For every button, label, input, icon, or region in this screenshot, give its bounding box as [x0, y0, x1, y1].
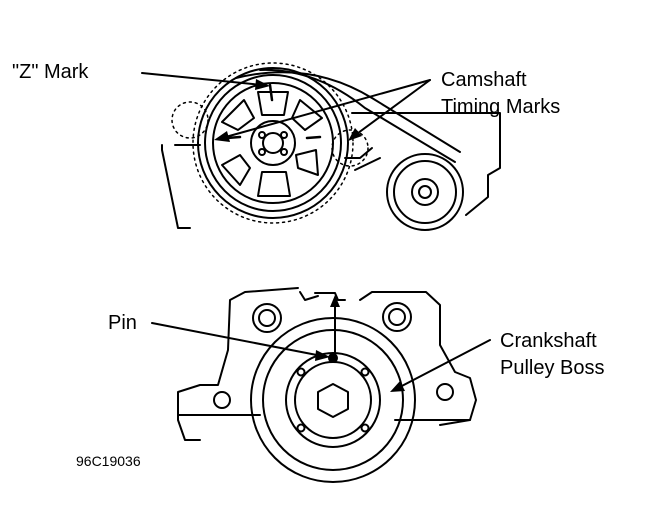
crankshaft-pulley-boss	[250, 317, 416, 483]
engine-block-outline	[177, 287, 477, 441]
pin-label: Pin	[108, 312, 137, 334]
camshaft-marks-leaders	[214, 79, 431, 142]
timing-belt	[235, 68, 461, 163]
tdc-arrow	[330, 295, 340, 356]
cylinder-head-outline	[161, 112, 501, 229]
camshaft-label-line2: Timing Marks	[441, 96, 561, 118]
z-mark-leader	[141, 72, 270, 90]
block-bolt-bosses	[213, 302, 454, 409]
z-mark-label: "Z" Mark	[12, 61, 89, 83]
crank-label-line2: Pulley Boss	[500, 357, 605, 379]
camshaft-sprocket	[192, 62, 354, 224]
pin-leader	[151, 322, 330, 361]
camshaft-label-line1: Camshaft	[441, 69, 527, 91]
crank-label-line1: Crankshaft	[500, 330, 597, 352]
idler-pulley	[386, 153, 464, 231]
crank-boss-leader	[390, 339, 491, 392]
figure-code: 96C19036	[76, 453, 141, 469]
dotted-reference-circle	[171, 101, 369, 167]
